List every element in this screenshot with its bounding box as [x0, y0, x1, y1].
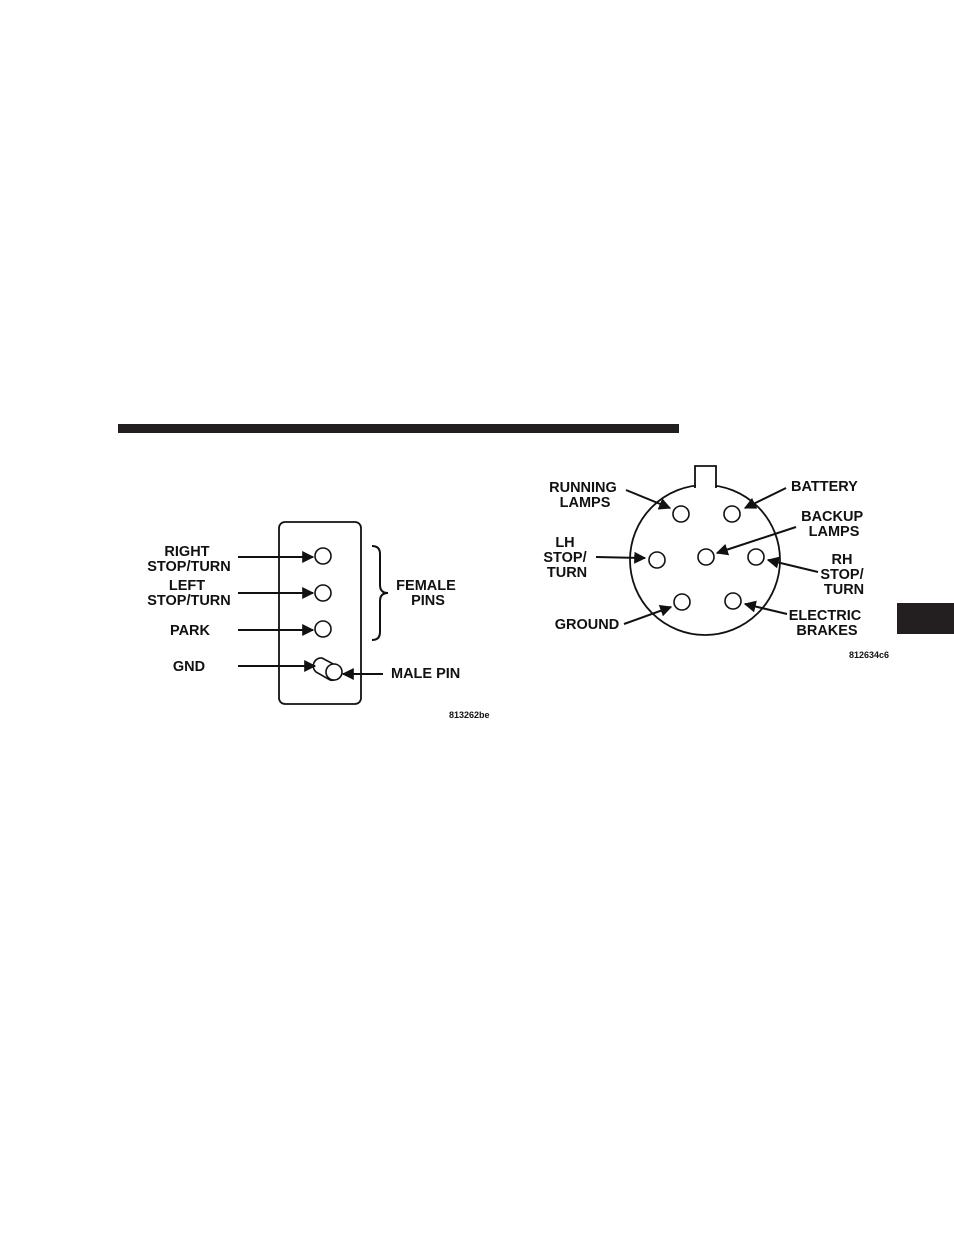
arrow-battery [743, 487, 787, 509]
arrow-running-lamps [625, 489, 672, 510]
label-running-lamps: RUNNING LAMPS [549, 480, 621, 511]
section-thumb-tab [897, 603, 954, 634]
section-rule [118, 424, 679, 433]
pin-rh-stop-turn [747, 548, 765, 566]
arrow-lh-stop-turn [595, 551, 647, 564]
four-pin-connector-diagram: RIGHT STOP/TURN LEFT STOP/TURN PARK GND … [147, 521, 490, 720]
pin-left-stop-turn [314, 584, 332, 602]
pin-backup-lamps [697, 548, 715, 566]
label-battery: BATTERY [791, 479, 858, 495]
pin-lh-stop-turn [648, 551, 666, 569]
label-park: PARK [170, 623, 211, 639]
four-pin-housing [278, 521, 362, 705]
label-rh-stop-turn: RH STOP/ TURN [820, 552, 867, 598]
label-lh-stop-turn: LH STOP/ TURN [543, 535, 590, 581]
label-electric-brakes: ELECTRIC BRAKES [789, 608, 866, 639]
label-right-stop-turn: RIGHT STOP/TURN [147, 544, 231, 575]
pin-park [314, 620, 332, 638]
seven-pin-connector-diagram: RUNNING LAMPS BATTERY BACKUP LAMPS LH ST… [543, 465, 889, 660]
figure-code-7pin: 812634c6 [849, 650, 889, 660]
arrow-backup-lamps [715, 526, 797, 556]
pin-ground [673, 593, 691, 611]
label-female-pins: FEMALE PINS [396, 578, 460, 609]
female-pins-brace [371, 545, 389, 641]
label-left-stop-turn: LEFT STOP/TURN [147, 578, 231, 609]
label-ground: GROUND [555, 617, 619, 633]
label-male-pin: MALE PIN [391, 666, 460, 682]
arrow-rh-stop-turn [766, 556, 819, 573]
figure-code-4pin: 813262be [449, 710, 490, 720]
pin-battery [723, 505, 741, 523]
pin-electric-brakes [724, 592, 742, 610]
label-backup-lamps: BACKUP LAMPS [801, 509, 867, 540]
arrow-electric-brakes [743, 600, 788, 615]
pin-right-stop-turn [314, 547, 332, 565]
arrow-ground [623, 605, 673, 625]
pin-running-lamps [672, 505, 690, 523]
male-pin [312, 657, 343, 682]
label-gnd: GND [173, 659, 205, 675]
